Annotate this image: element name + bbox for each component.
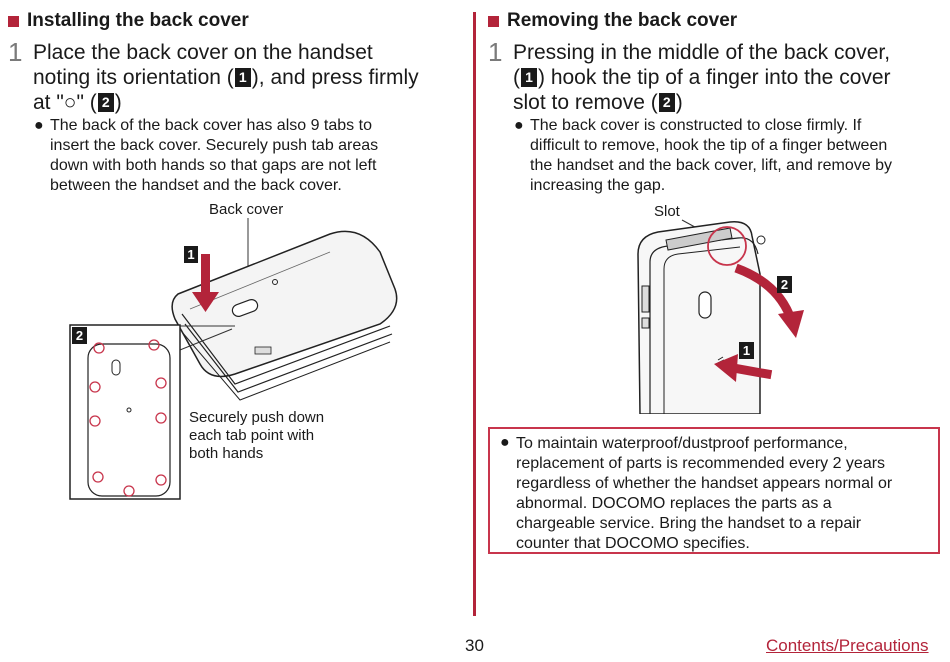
install-illustration: 1 2 — [69, 218, 398, 500]
remove-step: 1 Pressing in the middle of the back cov… — [488, 37, 948, 120]
bullet-line: The back of the back cover has also 9 ta… — [50, 117, 372, 134]
section-heading-text: Removing the back cover — [507, 10, 738, 31]
back-cover-label: Back cover — [209, 201, 284, 218]
note-line: To maintain waterproof/dustproof perform… — [516, 435, 848, 452]
figure-marker: 1 — [187, 247, 194, 262]
square-bullet-icon — [8, 15, 19, 27]
section-heading-installing: Installing the back cover — [8, 10, 249, 32]
bullet-line: difficult to remove, hook the tip of a f… — [530, 137, 888, 154]
note-line: counter that DOCOMO specifies. — [516, 535, 750, 552]
note-bullet-dot: ● — [500, 434, 510, 451]
note-line: chargeable service. Bring the handset to… — [516, 515, 862, 532]
step-marker: 2 — [658, 93, 675, 112]
step-marker: 2 — [97, 93, 114, 112]
step-number: 1 — [488, 37, 503, 67]
figure-marker: 2 — [76, 328, 83, 343]
figure-marker: 2 — [781, 277, 788, 292]
callout-text: Securely push down each tab point with b… — [189, 409, 325, 462]
waterproof-note: ● To maintain waterproof/dustproof perfo… — [488, 427, 940, 554]
figure-marker: 1 — [743, 343, 750, 358]
slot-label: Slot — [654, 203, 680, 220]
note-line: abnormal. DOCOMO replaces the parts as a — [516, 495, 832, 512]
section-heading-removing: Removing the back cover — [488, 10, 737, 32]
bullet-line: between the handset and the back cover. — [50, 177, 342, 194]
step-line: noting its orientation (1), and press fi… — [33, 66, 419, 89]
bullet-line: increasing the gap. — [530, 177, 666, 194]
note-line: replacement of parts is recommended ever… — [516, 455, 886, 472]
step-line: Place the back cover on the handset — [33, 41, 373, 64]
step-number: 1 — [8, 37, 23, 67]
step-line: (1) hook the tip of a finger into the co… — [513, 66, 891, 89]
remove-bullet: ● The back cover is constructed to close… — [514, 116, 944, 196]
step-line: slot to remove (2) — [513, 91, 683, 114]
step-marker: 1 — [521, 68, 537, 87]
page-number: 30 — [465, 636, 484, 655]
section-heading-text: Installing the back cover — [27, 10, 249, 31]
square-bullet-icon — [488, 15, 499, 27]
remove-illustration: 2 1 — [637, 219, 804, 414]
bullet-line: The back cover is constructed to close f… — [530, 117, 862, 134]
note-line: regardless of whether the handset appear… — [516, 475, 893, 492]
column-divider — [473, 12, 476, 616]
install-step: 1 Place the back cover on the handset no… — [8, 37, 468, 120]
install-bullet: ● The back of the back cover has also 9 … — [34, 116, 464, 196]
step-line: at "○" (2) — [33, 91, 122, 114]
bullet-dot: ● — [34, 117, 44, 134]
step-marker: 1 — [234, 68, 251, 87]
bullet-line: insert the back cover. Securely push tab… — [50, 137, 379, 154]
bullet-line: the handset and the back cover, lift, an… — [530, 157, 892, 174]
bullet-dot: ● — [514, 117, 524, 134]
bullet-line: down with both hands so that gaps are no… — [50, 157, 377, 174]
contents-precautions-link[interactable]: Contents/Precautions — [766, 636, 929, 655]
step-line: Pressing in the middle of the back cover… — [513, 41, 891, 64]
